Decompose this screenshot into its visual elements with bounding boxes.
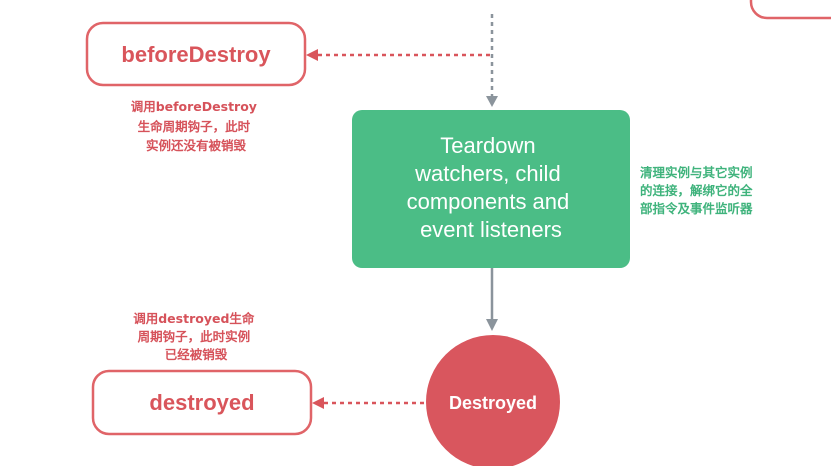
destroyed-note-line: 调用destroyed生命	[133, 311, 255, 326]
destroyed-hook-label: destroyed	[149, 390, 254, 415]
teardown-line: watchers, child	[414, 161, 561, 186]
partial-hook-box	[749, 0, 831, 20]
destroyed-note: 调用destroyed生命 周期钩子，此时实例 已经被销毁	[133, 311, 259, 362]
destroyed-note-line: 已经被销毁	[165, 347, 228, 362]
teardown-process-box	[352, 110, 630, 268]
destroyed-hook-box	[91, 369, 313, 436]
before-destroy-note-line: 实例还没有被销毁	[146, 138, 247, 153]
teardown-line: components and	[407, 189, 570, 214]
destroyed-note-line: 周期钩子，此时实例	[138, 329, 251, 344]
teardown-line: event listeners	[420, 217, 562, 242]
before-destroy-hook-box	[85, 21, 307, 87]
teardown-line: Teardown	[440, 133, 535, 158]
teardown-note-line: 部指令及事件监听器	[640, 201, 753, 216]
teardown-note: 清理实例与其它实例 的连接，解绑它的全 部指令及事件监听器	[640, 165, 757, 216]
before-destroy-arrowhead	[306, 49, 318, 61]
teardown-process-text: Teardown watchers, child components and …	[407, 133, 576, 242]
teardown-note-line: 清理实例与其它实例	[640, 165, 753, 180]
teardown-note-line: 的连接，解绑它的全	[640, 183, 753, 198]
before-destroy-note-line: 生命周期钩子，此时	[138, 119, 251, 134]
incoming-arrowhead	[486, 96, 498, 107]
destroyed-hook-arrowhead	[312, 397, 324, 409]
before-destroy-note: 调用beforeDestroy 生命周期钩子，此时 实例还没有被销毁	[131, 99, 262, 153]
destroyed-state-label: Destroyed	[449, 393, 537, 413]
destroyed-state-circle	[426, 335, 560, 466]
before-destroy-hook-label: beforeDestroy	[121, 42, 271, 67]
destroyed-arrowhead	[486, 319, 498, 331]
before-destroy-note-line: 调用beforeDestroy	[131, 99, 257, 114]
